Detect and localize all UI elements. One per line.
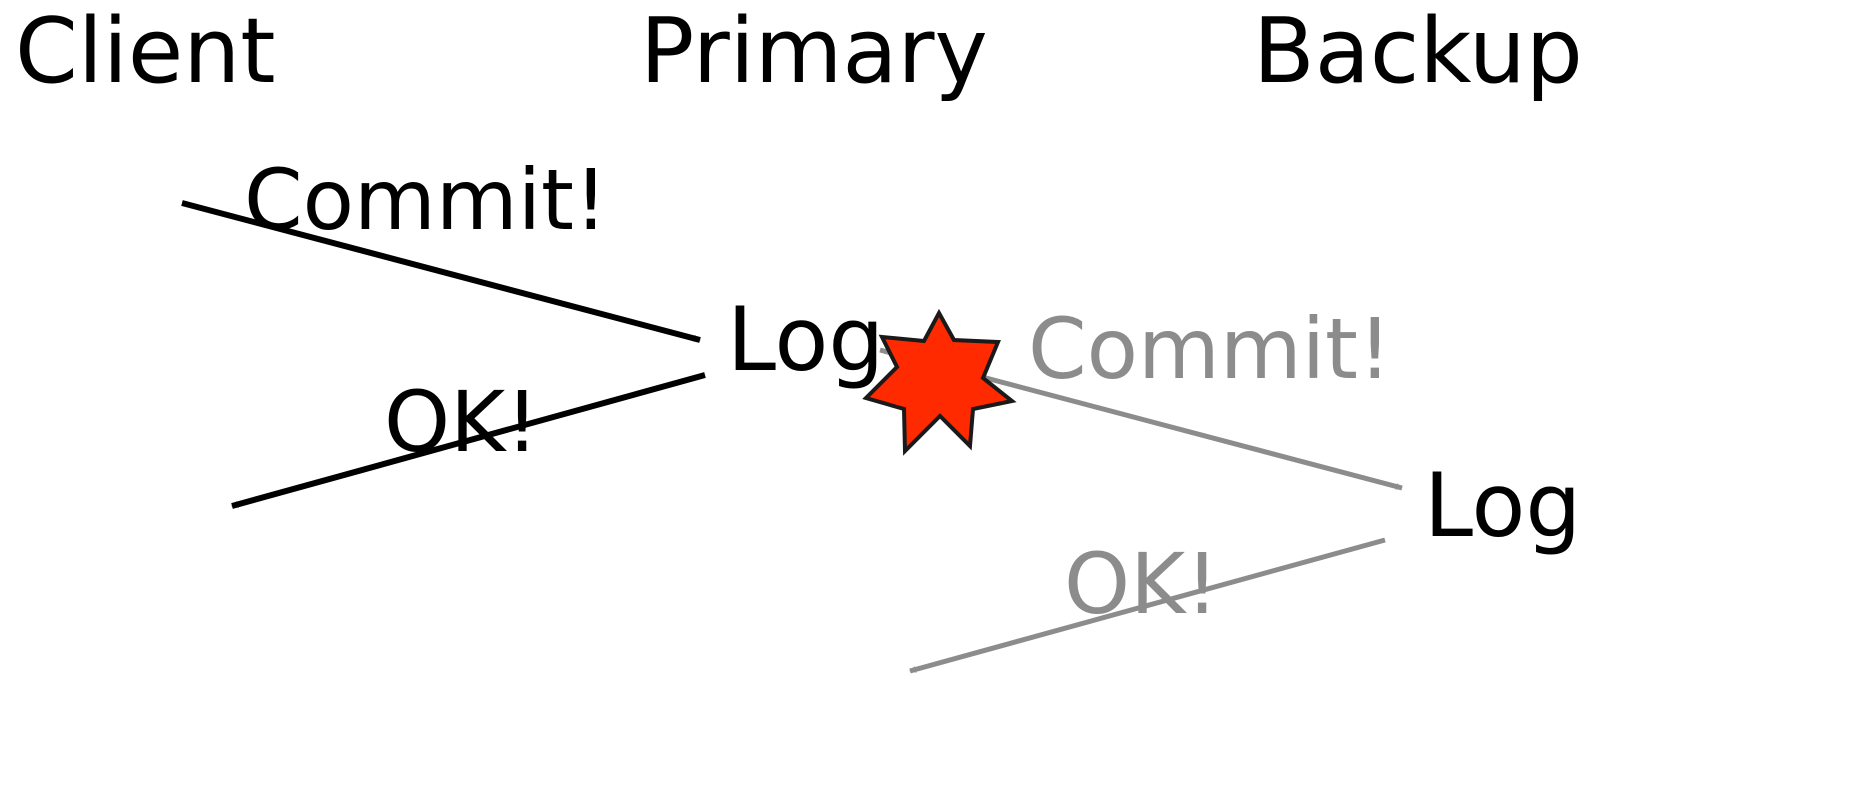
primary-ok-label: OK! xyxy=(384,373,539,471)
primary-column-label: Primary xyxy=(640,0,988,104)
client-commit-label: Commit! xyxy=(244,151,608,249)
primary-log-label: Log xyxy=(727,288,884,391)
backup-ok-arrow xyxy=(909,537,1386,674)
client-commit-arrow xyxy=(181,200,701,343)
backup-log-label: Log xyxy=(1424,454,1581,557)
backup-commit-label: Commit! xyxy=(1028,300,1392,398)
primary-ok-arrow xyxy=(231,372,706,509)
backup-column-label: Backup xyxy=(1253,0,1583,104)
explosion-star-icon xyxy=(862,308,1017,456)
backup-ok-label: OK! xyxy=(1064,535,1219,633)
client-column-label: Client xyxy=(15,0,276,104)
